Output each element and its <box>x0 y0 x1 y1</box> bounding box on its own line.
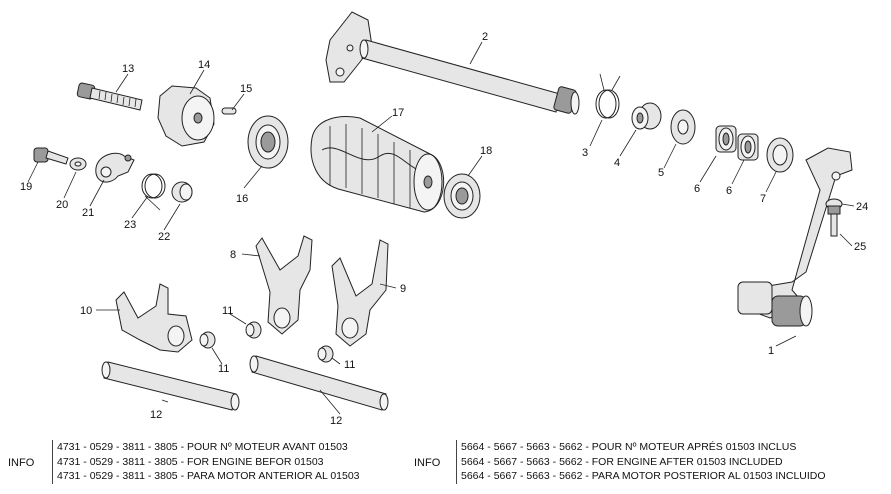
info-left-line-3: 4731 - 0529 - 3811 - 3805 - PARA MOTOR A… <box>57 470 360 482</box>
part-15-dowel-pin <box>221 107 237 115</box>
callout-5: 5 <box>658 167 664 179</box>
part-11-roller-b <box>245 321 262 339</box>
part-12-fork-shaft-b <box>249 355 389 411</box>
part-9-shift-fork <box>331 239 389 347</box>
callout-2: 2 <box>482 31 488 43</box>
callout-9: 9 <box>400 283 406 295</box>
leader-lines <box>27 41 855 415</box>
callout-1: 1 <box>768 345 774 357</box>
callout-13: 13 <box>122 63 134 75</box>
callout-14: 14 <box>198 59 210 71</box>
part-8-shift-fork <box>255 235 313 335</box>
part-2-shift-shaft <box>325 11 580 115</box>
callout-11-b: 11 <box>218 363 229 375</box>
callout-7: 7 <box>760 193 766 205</box>
part-23-spring <box>141 173 166 211</box>
callout-4: 4 <box>614 157 620 169</box>
callout-20: 20 <box>56 199 68 211</box>
callout-12-b: 12 <box>330 415 342 427</box>
part-5-washer <box>670 109 696 145</box>
info-left-line-1: 4731 - 0529 - 3811 - 3805 - POUR Nº MOTE… <box>57 441 348 453</box>
part-16-bearing <box>247 115 289 169</box>
info-right-line-3: 5664 - 5667 - 5663 - 5662 - PARA MOTOR P… <box>461 470 826 482</box>
part-22-collar <box>171 181 193 203</box>
part-1-shift-lever <box>737 147 853 327</box>
callout-11-c: 11 <box>344 359 355 371</box>
part-14-selector-cam <box>157 85 215 147</box>
exploded-parts-diagram: 1 2 3 4 5 6 6 7 8 9 10 11 11 11 12 12 13… <box>20 11 868 427</box>
callout-22-23-label-23: 23 <box>124 219 136 231</box>
callout-17: 17 <box>392 107 404 119</box>
part-20-washer <box>69 157 87 171</box>
callout-11-a: 11 <box>222 305 233 317</box>
part-4-bushing <box>631 102 662 130</box>
part-6-needle-bearing-b <box>737 133 759 161</box>
callout-22: 22 <box>158 231 170 243</box>
callout-numbers: 1 2 3 4 5 6 6 7 8 9 10 11 11 11 12 12 13… <box>20 31 868 427</box>
info-block-right: 5664 - 5667 - 5663 - 5662 - POUR Nº MOTE… <box>456 440 826 484</box>
callout-3: 3 <box>582 147 588 159</box>
info-left-line-2: 4731 - 0529 - 3811 - 3805 - FOR ENGINE B… <box>57 455 324 468</box>
callout-21: 21 <box>82 207 94 219</box>
callout-19: 19 <box>20 181 32 193</box>
callout-18: 18 <box>480 145 492 157</box>
part-12-fork-shaft-a <box>101 361 240 411</box>
part-18-bearing <box>443 173 481 219</box>
info-label-left: INFO <box>8 457 35 469</box>
part-25-bolt <box>827 205 841 237</box>
callout-15: 15 <box>240 83 252 95</box>
part-11-roller-c <box>317 345 334 363</box>
callout-12-a: 12 <box>150 409 162 421</box>
info-label-right: INFO <box>414 457 441 469</box>
callout-8: 8 <box>230 249 236 261</box>
part-21-stopper-lever <box>95 152 135 183</box>
callout-24: 24 <box>856 201 868 213</box>
callout-6-b: 6 <box>726 185 732 197</box>
part-19-screw <box>33 147 69 165</box>
callout-6-a: 6 <box>694 183 700 195</box>
part-17-selector-drum <box>310 116 444 213</box>
part-7-oil-seal <box>766 137 794 173</box>
info-right-line-2: 5664 - 5667 - 5663 - 5662 - FOR ENGINE A… <box>461 455 783 468</box>
info-right-line-1: 5664 - 5667 - 5663 - 5662 - POUR Nº MOTE… <box>461 441 797 453</box>
part-11-roller-a <box>199 331 216 349</box>
part-10-shift-fork <box>115 283 193 353</box>
callout-10: 10 <box>80 305 92 317</box>
callout-25: 25 <box>854 241 866 253</box>
part-3-return-spring <box>595 73 621 119</box>
part-13-bolt <box>76 82 143 111</box>
info-block-left: 4731 - 0529 - 3811 - 3805 - POUR Nº MOTE… <box>52 440 360 484</box>
info-footer: INFO 4731 - 0529 - 3811 - 3805 - POUR Nº… <box>0 440 891 494</box>
part-6-needle-bearing-a <box>715 125 737 153</box>
callout-16: 16 <box>236 193 248 205</box>
